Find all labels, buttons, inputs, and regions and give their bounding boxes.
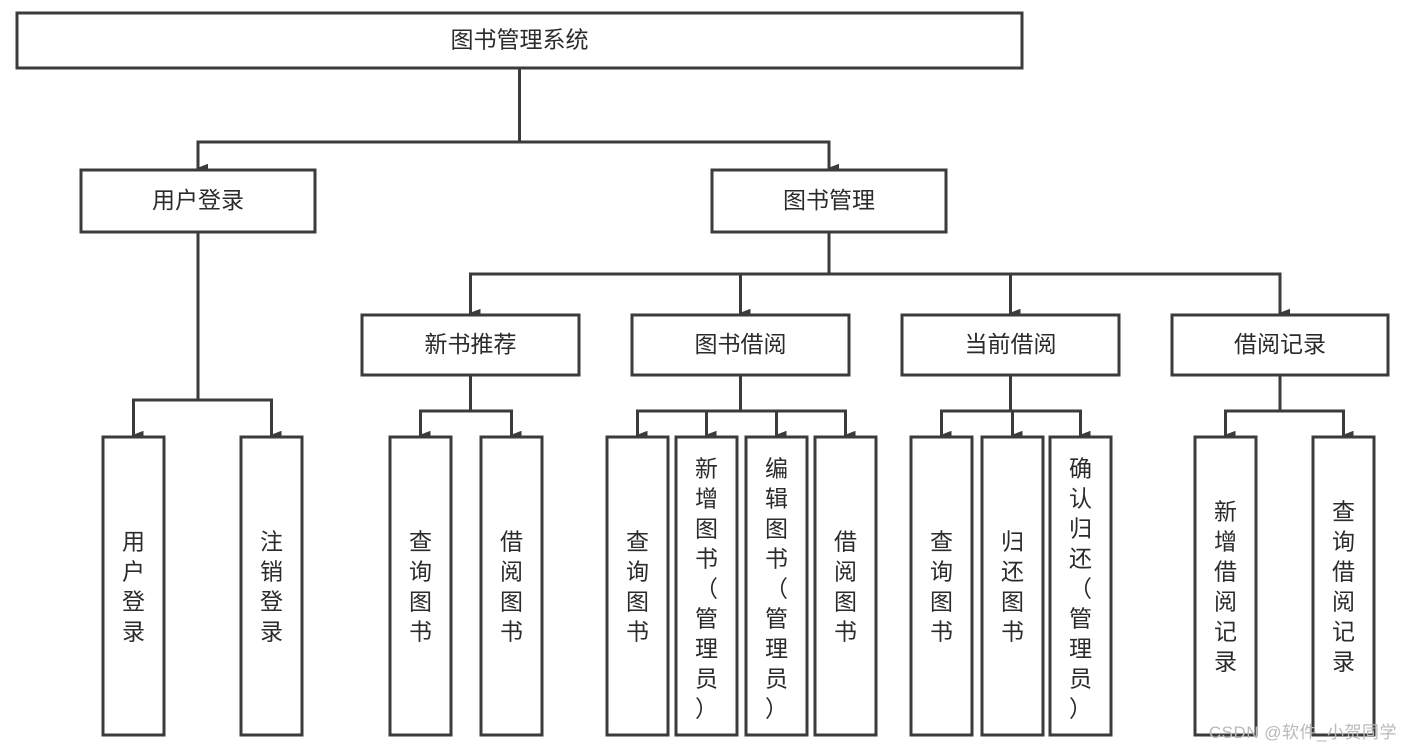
node-leaf-1[interactable]: 注销登录 bbox=[239, 435, 304, 737]
node-level2-1[interactable]: 图书管理 bbox=[710, 168, 948, 234]
leaf-label: 确认归还（管理员） bbox=[1069, 455, 1092, 721]
node-leaf-10[interactable]: 确认归还（管理员） bbox=[1048, 435, 1113, 737]
node-leaf-5[interactable]: 新增图书（管理员） bbox=[674, 435, 739, 737]
leaf-label: 借阅图书 bbox=[500, 528, 523, 644]
leaf-label: 查询借阅记录 bbox=[1332, 498, 1355, 674]
node-label: 图书管理系统 bbox=[451, 27, 589, 53]
node-label: 当前借阅 bbox=[965, 331, 1057, 357]
node-leaf-2[interactable]: 查询图书 bbox=[388, 435, 453, 737]
node-level2-0[interactable]: 用户登录 bbox=[79, 168, 317, 234]
node-root[interactable]: 图书管理系统 bbox=[15, 11, 1024, 70]
node-leaf-4[interactable]: 查询图书 bbox=[605, 435, 670, 737]
node-leaf-12[interactable]: 查询借阅记录 bbox=[1311, 435, 1376, 737]
leaf-label: 编辑图书（管理员） bbox=[765, 455, 788, 721]
node-label: 借阅记录 bbox=[1234, 331, 1326, 357]
node-leaf-6[interactable]: 编辑图书（管理员） bbox=[744, 435, 809, 737]
node-level3-1[interactable]: 图书借阅 bbox=[630, 313, 851, 377]
node-level3-0[interactable]: 新书推荐 bbox=[360, 313, 581, 377]
node-label: 图书借阅 bbox=[695, 331, 787, 357]
node-leaf-3[interactable]: 借阅图书 bbox=[479, 435, 544, 737]
nodes-layer: 图书管理系统用户登录图书管理新书推荐图书借阅当前借阅借阅记录用户登录注销登录查询… bbox=[15, 11, 1390, 737]
leaf-label: 新增图书（管理员） bbox=[695, 455, 718, 721]
node-leaf-0[interactable]: 用户登录 bbox=[101, 435, 166, 737]
csdn-watermark: CSDN @软件_小贺同学 bbox=[1208, 723, 1397, 742]
leaf-label: 查询图书 bbox=[626, 528, 649, 644]
leaf-label: 借阅图书 bbox=[834, 528, 857, 644]
leaf-label: 注销登录 bbox=[260, 528, 283, 644]
node-leaf-11[interactable]: 新增借阅记录 bbox=[1193, 435, 1258, 737]
node-level3-2[interactable]: 当前借阅 bbox=[900, 313, 1121, 377]
node-leaf-9[interactable]: 归还图书 bbox=[980, 435, 1045, 737]
leaf-label: 用户登录 bbox=[122, 528, 145, 644]
node-label: 图书管理 bbox=[783, 187, 875, 213]
edges-layer bbox=[132, 66, 1354, 440]
node-leaf-8[interactable]: 查询图书 bbox=[909, 435, 974, 737]
node-label: 新书推荐 bbox=[425, 331, 517, 357]
node-label: 用户登录 bbox=[152, 187, 244, 213]
leaf-label: 归还图书 bbox=[1001, 528, 1024, 644]
leaf-label: 查询图书 bbox=[930, 528, 953, 644]
node-leaf-7[interactable]: 借阅图书 bbox=[813, 435, 878, 737]
node-level3-3[interactable]: 借阅记录 bbox=[1170, 313, 1390, 377]
leaf-label: 新增借阅记录 bbox=[1214, 498, 1237, 674]
leaf-label: 查询图书 bbox=[409, 528, 432, 644]
